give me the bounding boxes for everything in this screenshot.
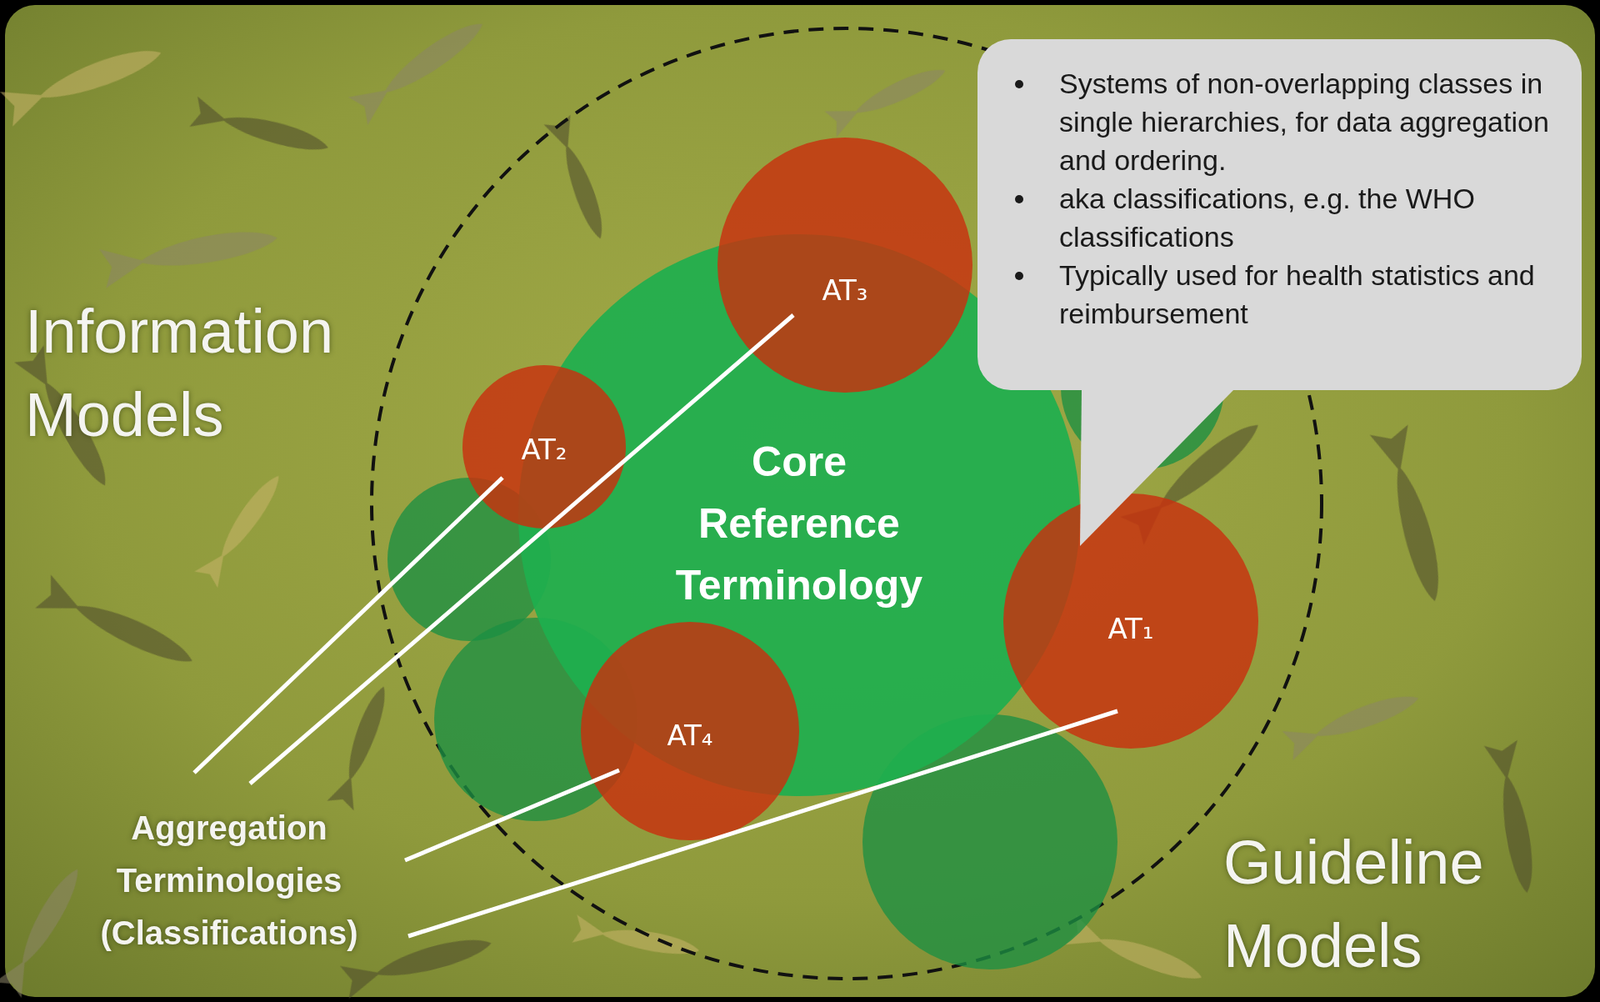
bullet-text: Typically used for health statistics and…	[1059, 255, 1557, 333]
circle-fill	[1003, 493, 1259, 749]
bullet-dot	[1015, 271, 1024, 280]
callout-tail	[1080, 388, 1235, 546]
classification-label: AT₁	[1107, 611, 1154, 645]
callout-box: Systems of non-overlapping classes in si…	[977, 39, 1582, 390]
bullet-item: aka classifications, e.g. the WHO classi…	[1059, 179, 1557, 256]
group-label: Aggregation Terminologies (Classificatio…	[100, 801, 359, 960]
terminology-title: Core Reference Terminology	[675, 430, 923, 616]
bullet-item: Typically used for health statistics and…	[1059, 255, 1557, 333]
bullet-item: Systems of non-overlapping classes in si…	[1059, 64, 1557, 180]
classification-circle: AT₃	[717, 137, 973, 393]
leader-line	[194, 477, 503, 773]
leader-line	[408, 710, 1118, 936]
bullet-dot	[1015, 195, 1024, 204]
leader-line	[250, 315, 794, 784]
leader-line	[405, 770, 620, 860]
classification-label: AT₄	[666, 718, 713, 752]
classification-label: AT₃	[821, 273, 868, 307]
classification-circle: AT₁	[1003, 493, 1259, 749]
classification-circle: AT₄	[580, 621, 800, 840]
bullet-text: aka classifications, e.g. the WHO classi…	[1059, 179, 1557, 256]
region-label: Guideline Models	[1223, 820, 1485, 988]
classification-label: AT₂	[520, 432, 567, 466]
circle-fill	[717, 137, 973, 393]
circle-shape	[717, 137, 973, 393]
callout-body	[977, 39, 1582, 390]
region-label: Information Models	[25, 290, 334, 457]
circle-fill	[580, 621, 800, 840]
label-holder: Aggregation Terminologies (Classificatio…	[50, 801, 409, 960]
label-holder: Information Models	[25, 290, 425, 457]
classification-circle: AT₂	[462, 365, 626, 529]
label-holder: Guideline Models	[1223, 820, 1574, 988]
circle-fill	[462, 365, 626, 529]
bullet-text: Systems of non-overlapping classes in si…	[1059, 64, 1557, 180]
bullet-dot	[1015, 80, 1024, 89]
